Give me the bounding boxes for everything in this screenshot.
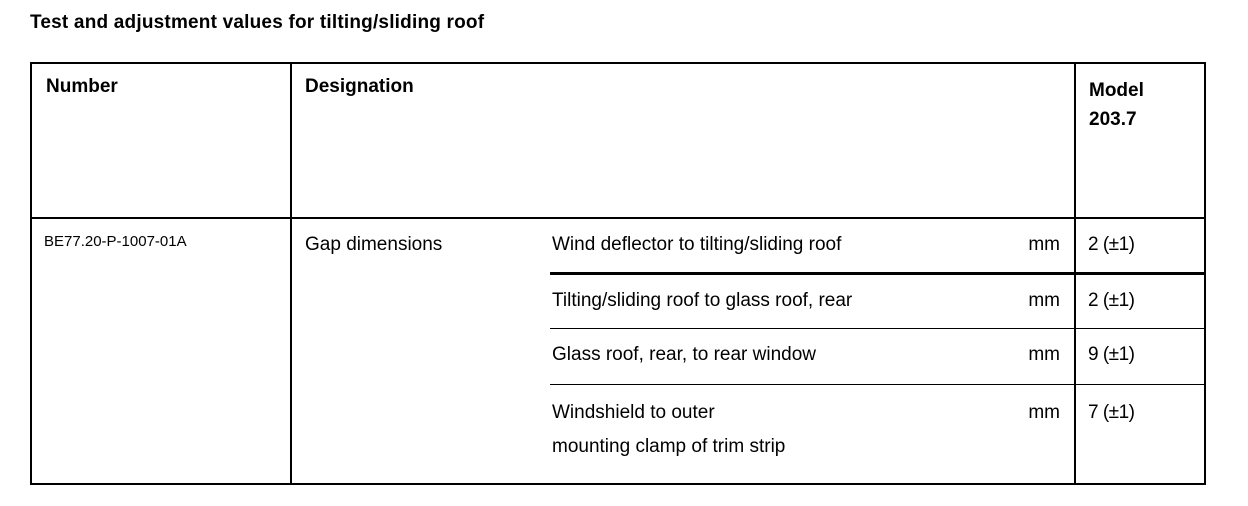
measurement-rows: Wind deflector to tilting/sliding roof m…: [550, 219, 1204, 483]
measurement-description-line2: mounting clamp of trim strip: [552, 436, 786, 457]
row-description-cell: Tilting/sliding roof to glass roof, rear…: [550, 275, 1074, 328]
measurement-value: 7 (±1): [1074, 385, 1204, 483]
column-header-number: Number: [32, 64, 292, 217]
test-adjustment-values-table: Number Designation Model 203.7 BE77.20-P…: [30, 62, 1206, 485]
table-body: BE77.20-P-1007-01A Gap dimensions Wind d…: [32, 219, 1204, 483]
measurement-value: 9 (±1): [1074, 329, 1204, 384]
table-row: Wind deflector to tilting/sliding roof m…: [550, 219, 1204, 272]
measurement-description: Wind deflector to tilting/sliding roof: [552, 234, 842, 255]
number-cell: BE77.20-P-1007-01A: [32, 219, 292, 483]
measurement-unit: mm: [1028, 402, 1060, 423]
column-header-model: Model 203.7: [1074, 64, 1204, 217]
page-title: Test and adjustment values for tilting/s…: [30, 12, 485, 33]
measurement-unit: mm: [1028, 234, 1060, 255]
table-row: Windshield to outer mounting clamp of tr…: [550, 384, 1204, 483]
row-description-cell: Glass roof, rear, to rear window mm: [550, 329, 1074, 384]
table-row: Glass roof, rear, to rear window mm 9 (±…: [550, 328, 1204, 384]
column-header-model-line2: 203.7: [1089, 109, 1137, 130]
column-header-model-line1: Model: [1089, 80, 1144, 101]
row-description-cell: Wind deflector to tilting/sliding roof m…: [550, 219, 1074, 272]
table-row: Tilting/sliding roof to glass roof, rear…: [550, 272, 1204, 328]
measurement-value: 2 (±1): [1074, 219, 1204, 272]
measurement-value: 2 (±1): [1074, 275, 1204, 328]
measurement-unit: mm: [1028, 290, 1060, 311]
column-header-designation: Designation: [305, 76, 414, 97]
measurement-unit: mm: [1028, 344, 1060, 365]
measurement-description-line1: Windshield to outer: [552, 402, 715, 423]
measurement-description: Tilting/sliding roof to glass roof, rear: [552, 290, 853, 311]
table-header-row: Number Designation Model 203.7: [32, 64, 1204, 219]
row-description-cell: Windshield to outer mounting clamp of tr…: [550, 385, 1074, 483]
measurement-description: Windshield to outer mounting clamp of tr…: [552, 402, 785, 457]
measurement-description: Glass roof, rear, to rear window: [552, 344, 816, 365]
designation-group-label: Gap dimensions: [305, 234, 443, 255]
